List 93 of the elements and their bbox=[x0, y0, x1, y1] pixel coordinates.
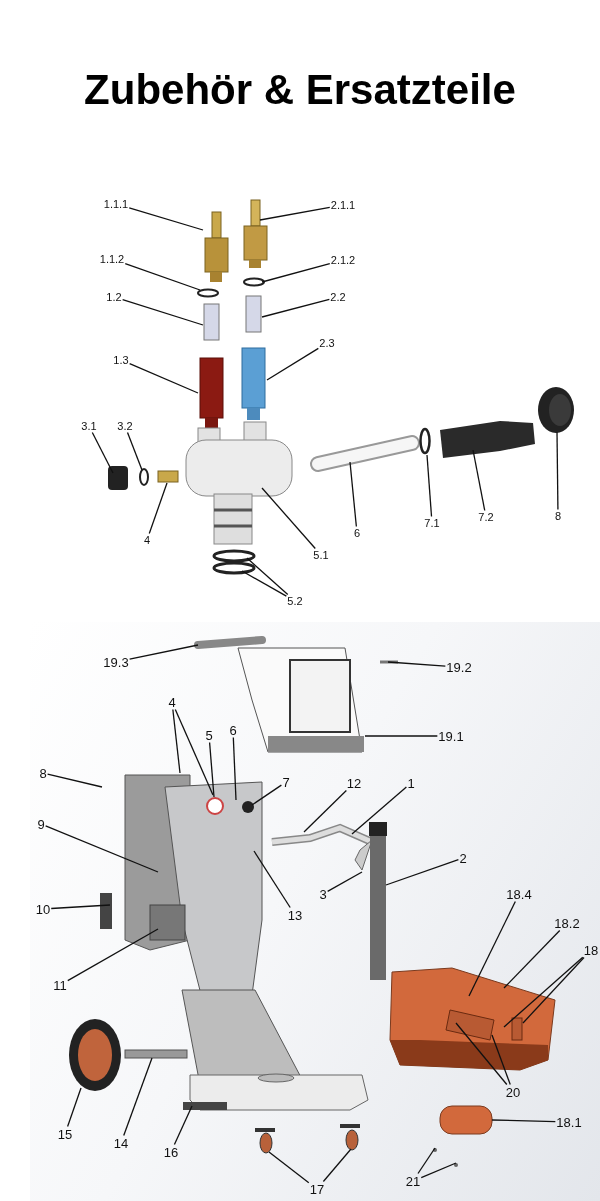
callout-number: 1 bbox=[406, 775, 416, 791]
callout-number: 20 bbox=[504, 1084, 522, 1100]
leader-line bbox=[266, 347, 319, 381]
leader-line bbox=[420, 1162, 457, 1179]
leader-line bbox=[349, 461, 357, 528]
callout-number: 2 bbox=[458, 850, 468, 866]
leader-line bbox=[351, 786, 408, 835]
callout-number: 2.1.2 bbox=[329, 253, 357, 267]
leader-line bbox=[66, 1087, 82, 1128]
leader-line bbox=[50, 904, 111, 910]
leader-line bbox=[251, 784, 283, 806]
callout-number: 3 bbox=[318, 886, 328, 902]
callout-number: 6 bbox=[352, 526, 362, 540]
callout-number: 4 bbox=[167, 694, 177, 710]
callout-number: 10 bbox=[34, 901, 52, 917]
leader-line bbox=[261, 487, 316, 550]
callout-number: 14 bbox=[112, 1135, 130, 1151]
callout-number: 8 bbox=[553, 509, 563, 523]
callout-number: 1.1.2 bbox=[98, 252, 126, 266]
leader-line bbox=[208, 741, 215, 798]
callout-number: 1.2 bbox=[105, 290, 123, 304]
leader-line bbox=[241, 570, 287, 597]
callout-number: 5 bbox=[204, 727, 214, 743]
leader-line bbox=[253, 850, 291, 909]
leader-line bbox=[322, 1148, 352, 1183]
callout-number: 21 bbox=[404, 1173, 422, 1189]
callout-number: 3.1 bbox=[80, 419, 98, 433]
leader-line bbox=[148, 482, 168, 535]
leader-line bbox=[326, 871, 363, 893]
callout-number: 2.1.1 bbox=[329, 198, 357, 212]
callout-number: 9 bbox=[36, 816, 46, 832]
callout-number: 18 bbox=[582, 942, 600, 958]
leader-line bbox=[387, 661, 446, 667]
callout-number: 2.2 bbox=[329, 290, 347, 304]
leader-line bbox=[129, 644, 199, 660]
callout-number: 6 bbox=[228, 722, 238, 738]
callout-number: 4 bbox=[142, 533, 152, 547]
leader-line bbox=[426, 454, 433, 518]
callout-number: 2.3 bbox=[318, 336, 336, 350]
callout-number: 19.2 bbox=[445, 659, 473, 675]
leader-line bbox=[268, 1151, 310, 1184]
title: Zubehör & Ersatzteile bbox=[83, 66, 517, 114]
callout-number: 7.1 bbox=[423, 516, 441, 530]
leader-line bbox=[128, 207, 204, 231]
callout-number: 19.3 bbox=[102, 654, 130, 670]
leader-line bbox=[261, 298, 330, 318]
callout-number: 18.2 bbox=[553, 915, 581, 931]
leader-line bbox=[246, 557, 289, 596]
leader-line bbox=[503, 929, 561, 989]
leader-line bbox=[455, 1022, 508, 1086]
leader-line bbox=[173, 1105, 193, 1146]
callout-number: 5.1 bbox=[312, 548, 330, 562]
callout-number: 12 bbox=[345, 775, 363, 791]
callout-number: 1.1.1 bbox=[102, 197, 130, 211]
leader-line bbox=[259, 206, 331, 221]
leader-line bbox=[522, 956, 585, 1024]
leader-line bbox=[472, 449, 486, 512]
leader-line bbox=[67, 928, 159, 982]
leader-line bbox=[44, 825, 159, 873]
callout-number: 7.2 bbox=[477, 510, 495, 524]
callout-number: 13 bbox=[286, 907, 304, 923]
callout-number: 18.4 bbox=[505, 886, 533, 902]
callout-number: 15 bbox=[56, 1126, 74, 1142]
callout-number: 1.3 bbox=[112, 353, 130, 367]
leader-line bbox=[364, 735, 438, 737]
callout-number: 17 bbox=[308, 1181, 326, 1197]
leader-line bbox=[91, 431, 114, 474]
leader-line bbox=[261, 262, 331, 283]
callout-number: 19.1 bbox=[437, 728, 465, 744]
leader-line bbox=[491, 1119, 556, 1123]
leader-line bbox=[172, 708, 181, 774]
leader-line bbox=[123, 1057, 153, 1137]
leader-line bbox=[232, 736, 237, 801]
leader-line bbox=[385, 858, 460, 886]
leader-line bbox=[126, 431, 143, 471]
leader-line bbox=[556, 431, 559, 511]
leader-line bbox=[174, 708, 214, 796]
callout-number: 3.2 bbox=[116, 419, 134, 433]
callout-number: 18.1 bbox=[555, 1114, 583, 1130]
leader-line bbox=[46, 773, 103, 788]
callout-number: 11 bbox=[52, 977, 68, 993]
leader-line bbox=[503, 956, 584, 1028]
leader-line bbox=[124, 263, 201, 291]
leader-line bbox=[122, 299, 204, 326]
leader-line bbox=[468, 900, 516, 997]
callout-number: 16 bbox=[162, 1144, 180, 1160]
callout-number: 7 bbox=[281, 774, 291, 790]
leader-line bbox=[303, 789, 347, 833]
callout-number: 5.2 bbox=[286, 594, 304, 608]
leader-line bbox=[417, 1147, 436, 1175]
callout-number: 8 bbox=[38, 765, 48, 781]
leader-line bbox=[129, 363, 199, 394]
leader-line bbox=[491, 1034, 511, 1086]
